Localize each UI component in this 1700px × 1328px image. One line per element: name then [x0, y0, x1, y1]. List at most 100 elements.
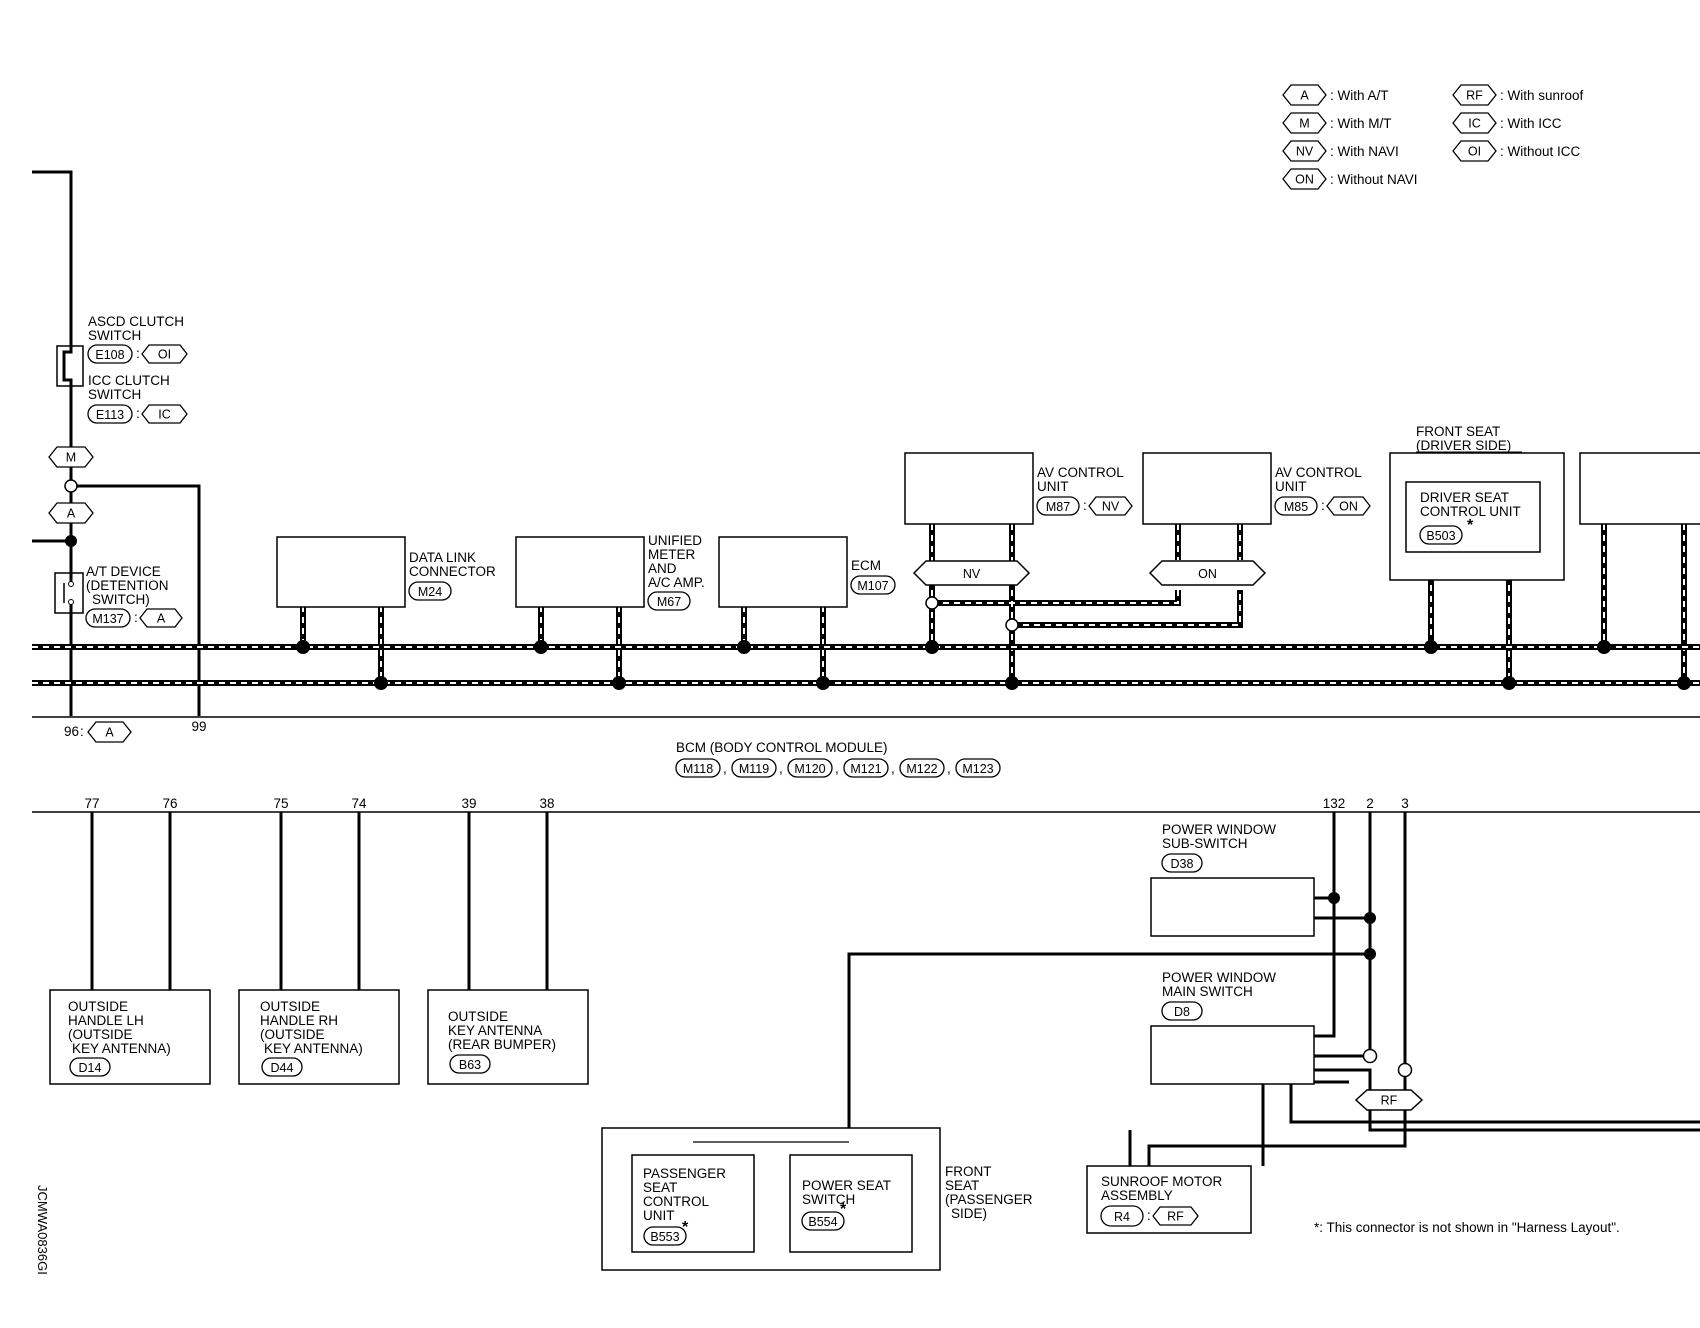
svg-text:POWER WINDOW: POWER WINDOW — [1162, 822, 1276, 837]
svg-text:,: , — [723, 761, 727, 776]
svg-text:A/C AMP.: A/C AMP. — [648, 575, 705, 590]
connector-d14: D14 — [79, 1061, 102, 1075]
front-seat-passenger-side: FRONT SEAT (PASSENGER SIDE) PASSENGER SE… — [601, 1127, 1033, 1271]
svg-text:UNIT: UNIT — [1275, 479, 1307, 494]
svg-text:SWITCH: SWITCH — [802, 1192, 855, 1207]
connector-m67: M67 — [657, 595, 681, 609]
junction-open — [925, 596, 939, 610]
svg-text:CONTROL UNIT: CONTROL UNIT — [1420, 504, 1521, 519]
svg-text:BCM (BODY CONTROL MODULE): BCM (BODY CONTROL MODULE) — [676, 740, 888, 755]
svg-text:39: 39 — [461, 796, 476, 811]
svg-text:PASSENGER: PASSENGER — [643, 1166, 726, 1181]
svg-text:96: 96 — [64, 724, 79, 739]
svg-text:AV CONTROL: AV CONTROL — [1037, 465, 1124, 480]
svg-text:HANDLE LH: HANDLE LH — [68, 1013, 144, 1028]
legend-text: : With ICC — [1500, 116, 1562, 131]
svg-text:KEY ANTENNA: KEY ANTENNA — [448, 1023, 542, 1038]
svg-text:M120: M120 — [794, 762, 825, 776]
svg-text:74: 74 — [351, 796, 367, 811]
junction-open — [64, 479, 78, 493]
svg-text:M123: M123 — [962, 762, 993, 776]
svg-text::: : — [134, 610, 138, 625]
variant-tag: OI — [158, 348, 171, 362]
svg-text:KEY ANTENNA): KEY ANTENNA) — [264, 1041, 363, 1056]
svg-text:(DRIVER SIDE): (DRIVER SIDE) — [1416, 438, 1511, 453]
svg-text:FRONT: FRONT — [945, 1164, 992, 1179]
connector-b553: B553 — [650, 1230, 679, 1244]
svg-text:76: 76 — [162, 796, 177, 811]
svg-text:SEAT: SEAT — [945, 1178, 979, 1193]
svg-text:*: * — [682, 1219, 689, 1236]
can-bus-lines — [32, 644, 1700, 686]
connector-m87: M87 — [1046, 500, 1070, 514]
connector-r4: R4 — [1114, 1210, 1130, 1224]
outside-handle-lh: OUTSIDE HANDLE LH (OUTSIDE KEY ANTENNA) … — [49, 989, 211, 1085]
legend-item-without-icc: OI : Without ICC — [1452, 140, 1581, 162]
connector-m85: M85 — [1284, 500, 1308, 514]
rf-branch-tag: RF — [1354, 1089, 1424, 1111]
icc-clutch-switch-label: ICC CLUTCH SWITCH E113 : IC — [87, 373, 188, 424]
svg-text:SIDE): SIDE) — [951, 1206, 987, 1221]
svg-text:M121: M121 — [850, 762, 881, 776]
svg-text:HANDLE RH: HANDLE RH — [260, 1013, 338, 1028]
connector-m24: M24 — [418, 585, 442, 599]
at-device-label: A/T DEVICE (DETENTION SWITCH) M137 : A — [85, 564, 183, 628]
svg-text:SWITCH: SWITCH — [88, 328, 141, 343]
svg-text:UNIT: UNIT — [1037, 479, 1069, 494]
legend-text: : Without NAVI — [1330, 172, 1418, 187]
outside-handle-rh: OUTSIDE HANDLE RH (OUTSIDE KEY ANTENNA) … — [238, 989, 400, 1085]
data-link-connector: DATA LINK CONNECTOR M24 — [276, 536, 496, 608]
bcm-connector-list: M118 , M119 , M120 , M121 , M122 , M123 — [675, 758, 1001, 778]
legend: A : With A/T M : With M/T NV : With NAVI… — [1282, 84, 1584, 190]
legend-text: : Without ICC — [1500, 144, 1581, 159]
svg-text:ICC CLUTCH: ICC CLUTCH — [88, 373, 170, 388]
legend-item-sunroof: RF : With sunroof — [1452, 84, 1584, 106]
lower-junctions — [845, 892, 1413, 1146]
svg-text:RF: RF — [1381, 1094, 1398, 1108]
bcm-boundary — [32, 716, 1700, 813]
legend-code: OI — [1468, 145, 1481, 159]
svg-text:A/T DEVICE: A/T DEVICE — [86, 564, 161, 579]
svg-text:,: , — [779, 761, 783, 776]
svg-text:UNIFIED: UNIFIED — [648, 533, 702, 548]
svg-text:(OUTSIDE: (OUTSIDE — [68, 1027, 133, 1042]
connector-m137: M137 — [92, 612, 123, 626]
svg-text:77: 77 — [84, 796, 99, 811]
clutch-switch-symbol — [56, 345, 84, 387]
legend-code: M — [1299, 117, 1309, 131]
svg-text:OUTSIDE: OUTSIDE — [68, 999, 128, 1014]
svg-text:METER: METER — [648, 547, 696, 562]
ecm: ECM M107 — [718, 536, 896, 608]
outside-key-antenna-rear-bumper: OUTSIDE KEY ANTENNA (REAR BUMPER) B63 — [427, 989, 589, 1085]
svg-text:ASCD CLUTCH: ASCD CLUTCH — [88, 314, 184, 329]
svg-text:ECM: ECM — [851, 558, 881, 573]
svg-text:FRONT SEAT: FRONT SEAT — [1416, 424, 1500, 439]
svg-text:ON: ON — [1198, 567, 1217, 581]
av-bus-tag-on: ON — [1148, 560, 1267, 586]
svg-text:OUTSIDE: OUTSIDE — [448, 1009, 508, 1024]
unified-meter-ac-amp: UNIFIED METER AND A/C AMP. M67 — [515, 533, 705, 611]
svg-text:DRIVER SEAT: DRIVER SEAT — [1420, 490, 1509, 505]
power-window-sub-switch: POWER WINDOW SUB-SWITCH D38 — [1150, 822, 1315, 937]
front-seat-driver-side: FRONT SEAT (DRIVER SIDE) DRIVER SEAT CON… — [1389, 424, 1565, 581]
svg-text:DATA LINK: DATA LINK — [409, 550, 476, 565]
next-page-unit — [1579, 452, 1700, 525]
drawing-code: JCMWA0836GI — [35, 1185, 50, 1275]
can-bus-drops — [300, 524, 1687, 683]
legend-item-without-navi: ON : Without NAVI — [1282, 168, 1418, 190]
bcm-pin-99: 99 — [191, 719, 206, 734]
legend-text: : With M/T — [1330, 116, 1392, 131]
svg-text:ASSEMBLY: ASSEMBLY — [1101, 1188, 1173, 1203]
svg-text:CONNECTOR: CONNECTOR — [409, 564, 496, 579]
legend-text: : With sunroof — [1500, 88, 1584, 103]
svg-text:38: 38 — [539, 796, 554, 811]
power-window-main-switch: POWER WINDOW MAIN SWITCH D8 — [1150, 970, 1315, 1085]
bcm-pin-96: 96 : A — [64, 721, 132, 743]
svg-text:A: A — [67, 507, 76, 521]
connector-e108: E108 — [95, 348, 124, 362]
svg-text::: : — [136, 406, 140, 421]
svg-text:SWITCH: SWITCH — [88, 387, 141, 402]
connector-e113: E113 — [96, 408, 124, 422]
svg-text::: : — [136, 346, 140, 361]
